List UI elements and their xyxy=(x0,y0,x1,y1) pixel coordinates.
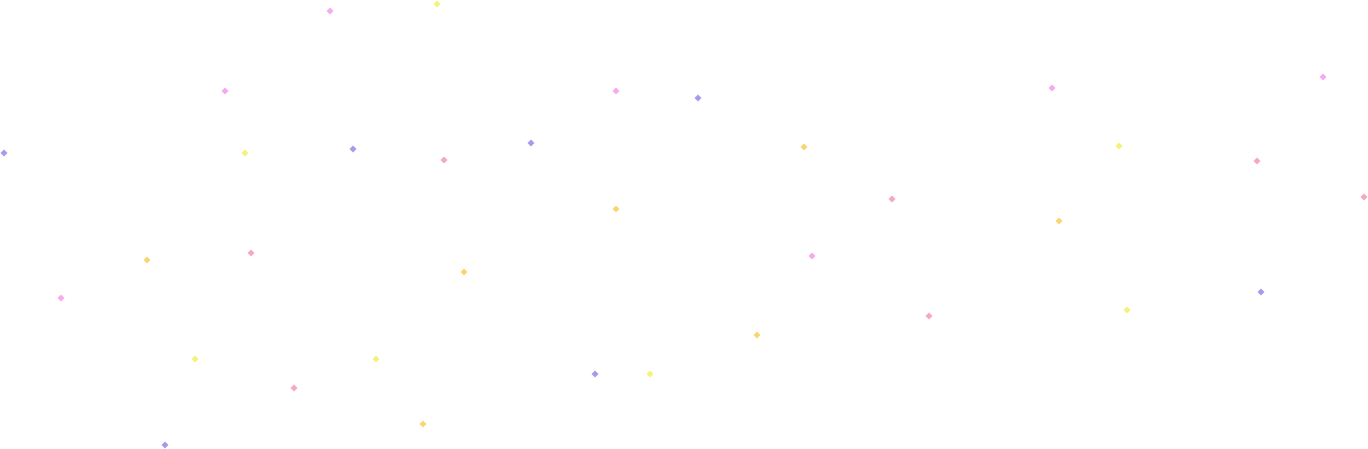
sparkle-purple xyxy=(349,145,357,153)
sparkle-magenta xyxy=(221,87,229,95)
sparkle-pink xyxy=(1253,157,1261,165)
sparkle-magenta xyxy=(57,294,65,302)
sparkle-yellow xyxy=(433,0,441,8)
sparkle-pink xyxy=(925,312,933,320)
sparkle-purple xyxy=(1257,288,1265,296)
sparkle-purple xyxy=(161,441,169,449)
sparkle-pink xyxy=(247,249,255,257)
sparkle-purple xyxy=(694,94,702,102)
sparkle-pink xyxy=(1360,193,1368,201)
sparkle-magenta xyxy=(612,87,620,95)
sparkle-gold xyxy=(800,143,808,151)
sparkle-gold xyxy=(753,331,761,339)
sparkle-gold xyxy=(460,268,468,276)
sparkle-magenta xyxy=(326,7,334,15)
sparkle-purple xyxy=(527,139,535,147)
sparkle-yellow xyxy=(191,355,199,363)
sparkle-yellow xyxy=(1115,142,1123,150)
sparkle-purple xyxy=(0,149,8,157)
sparkle-gold xyxy=(612,205,620,213)
sparkle-gold xyxy=(419,420,427,428)
sparkle-magenta xyxy=(1319,73,1327,81)
sparkle-pink xyxy=(440,156,448,164)
sparkle-gold xyxy=(1055,217,1063,225)
sparkle-magenta xyxy=(808,252,816,260)
sparkle-yellow xyxy=(372,355,380,363)
sparkle-pink xyxy=(290,384,298,392)
sparkle-yellow xyxy=(1123,306,1131,314)
sparkle-pink xyxy=(888,195,896,203)
sparkle-gold xyxy=(143,256,151,264)
sparkle-magenta xyxy=(1048,84,1056,92)
sparkle-purple xyxy=(591,370,599,378)
sparkle-yellow xyxy=(241,149,249,157)
sparkle-yellow xyxy=(646,370,654,378)
